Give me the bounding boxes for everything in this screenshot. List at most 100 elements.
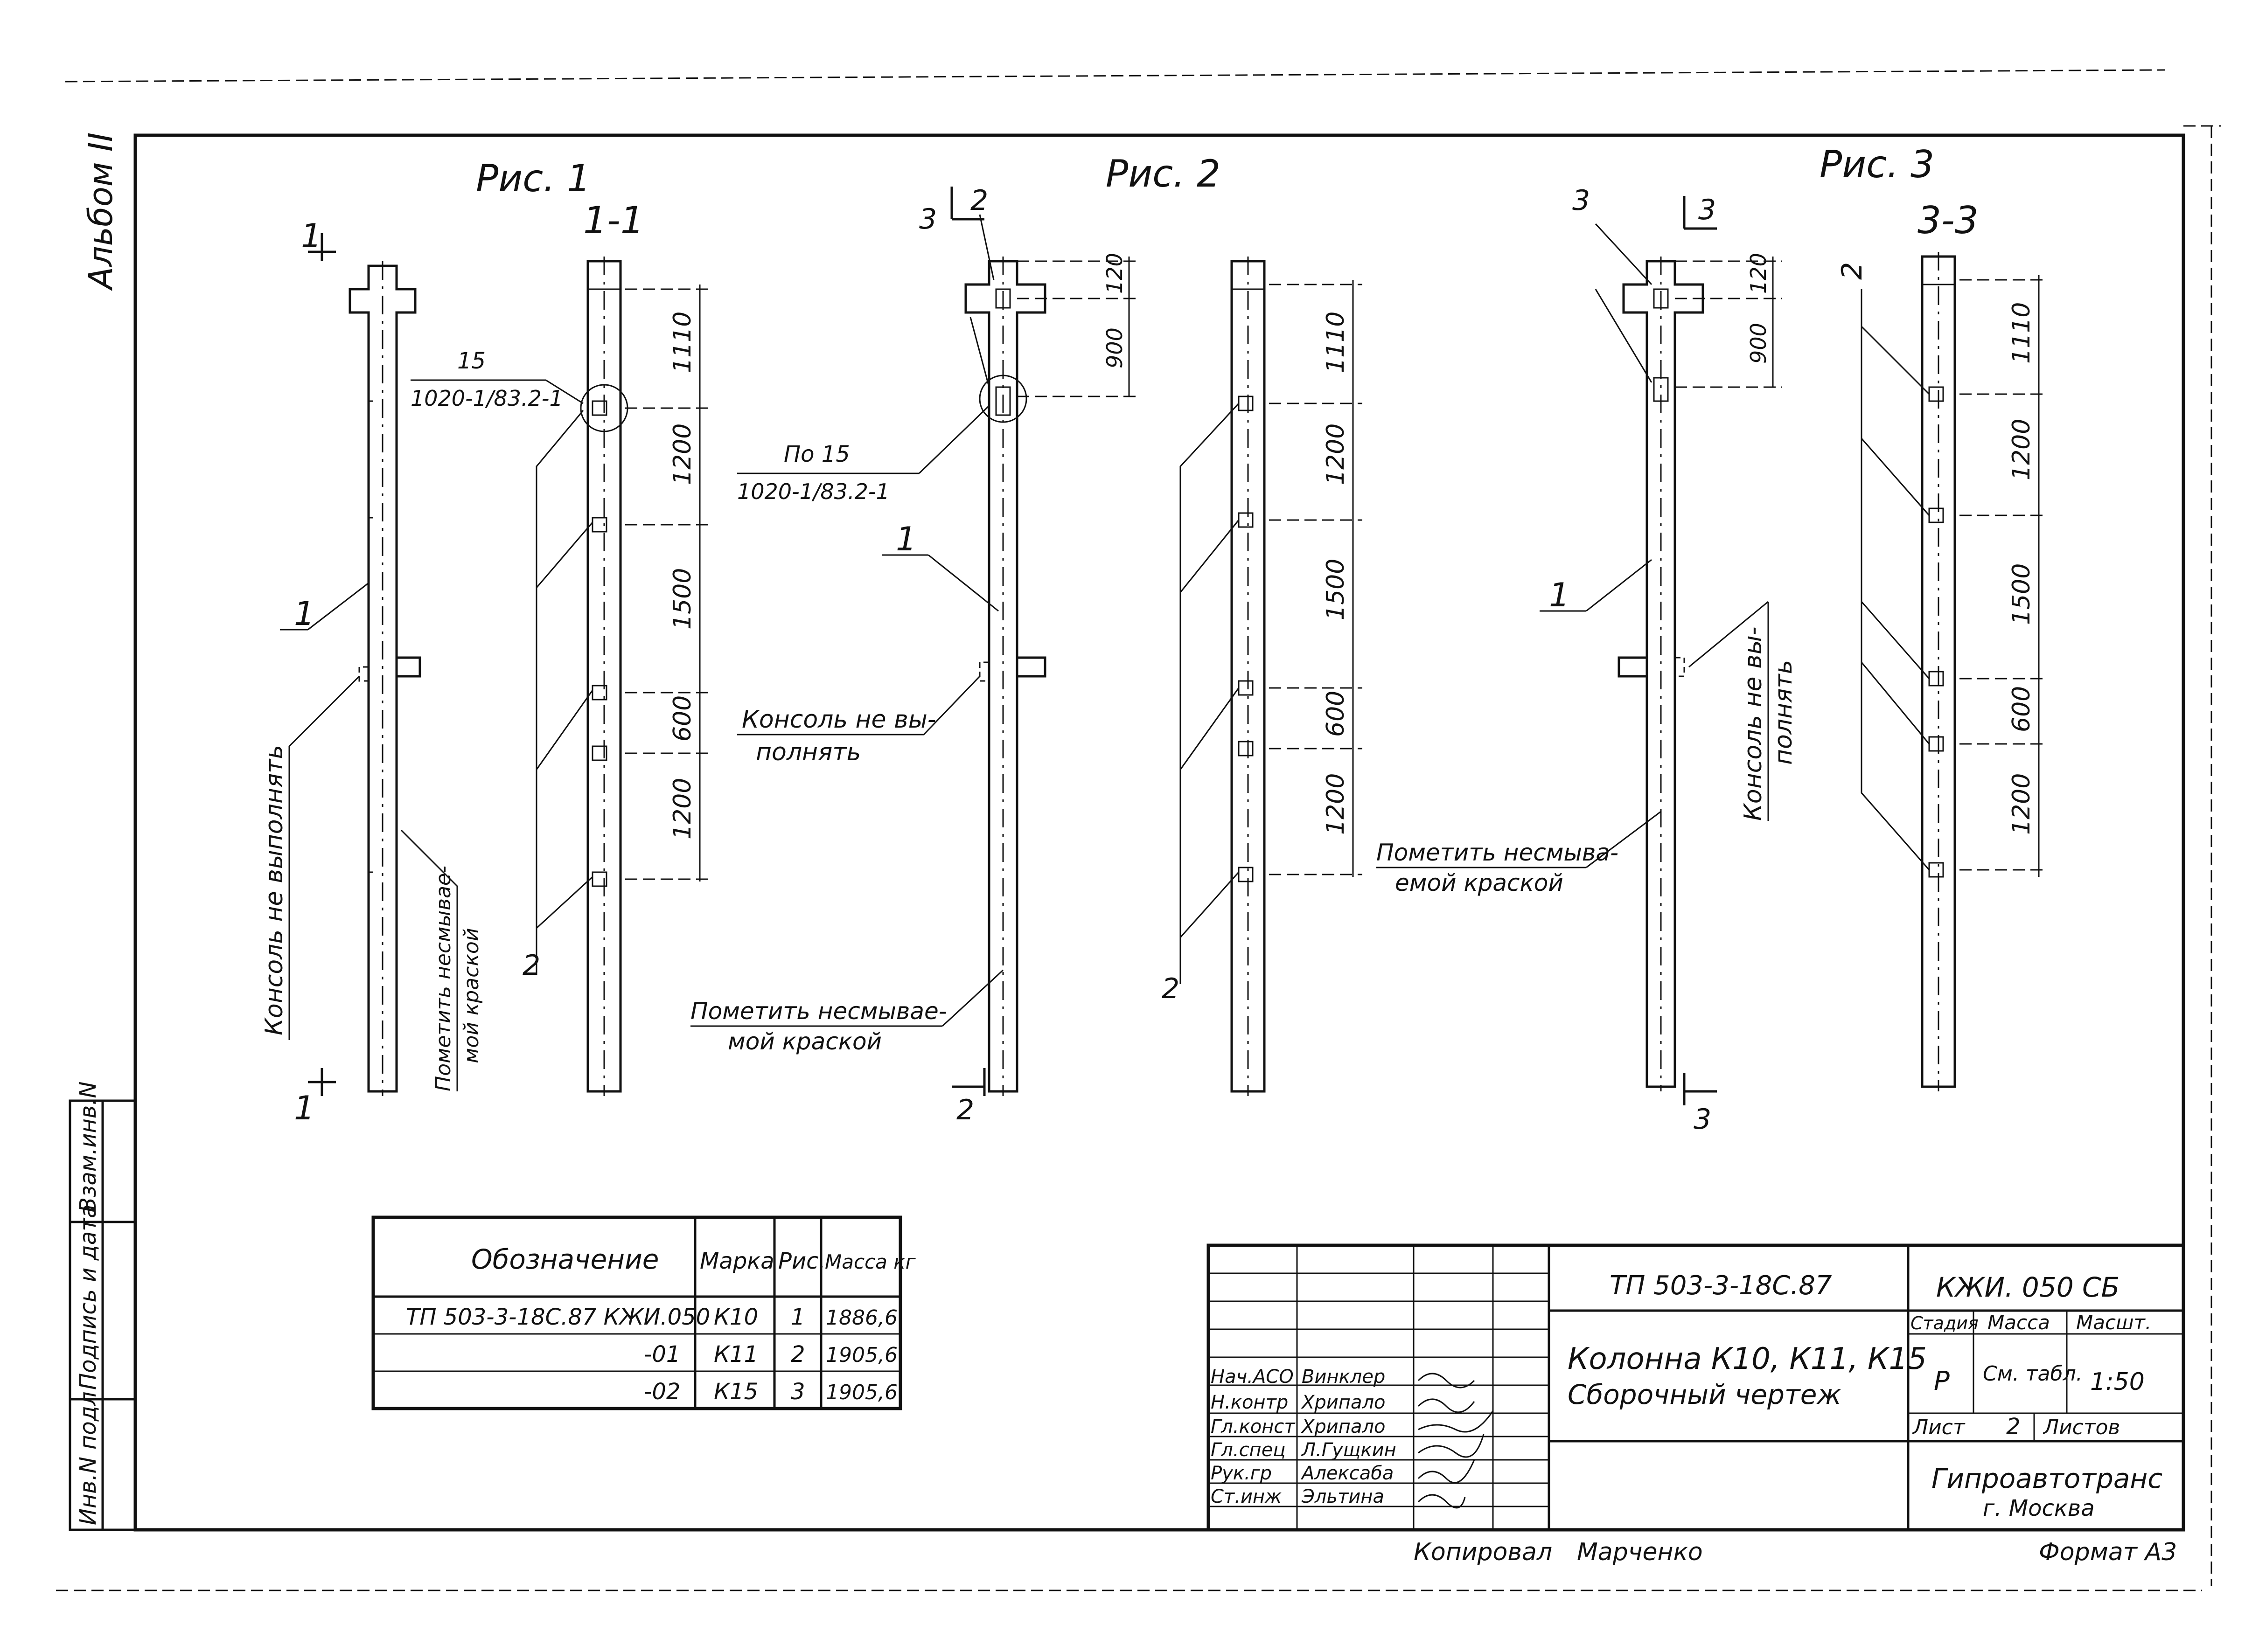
- spec-header-fig: Рис.: [778, 1248, 826, 1274]
- staff-role-5: Рук.гр: [1211, 1463, 1272, 1484]
- fig3-cut-marks: 3 3: [1683, 194, 1717, 1136]
- stamp-inv: Инв.N подл: [75, 1391, 101, 1525]
- fig3-dim-120: 120: [1746, 253, 1771, 294]
- spec-row3-mass: 1905,6: [826, 1381, 898, 1404]
- fig1-mark-b: мой краской: [460, 928, 483, 1063]
- tb-name-2: Сборочный чертеж: [1568, 1379, 1841, 1410]
- tb-org-1: Гипроавтотранс: [1931, 1463, 2162, 1494]
- fig3-cut-bottom: 3: [1694, 1103, 1711, 1136]
- staff-name-4: Л.Гущкин: [1301, 1439, 1396, 1461]
- fig1-title: Рис. 1: [476, 157, 591, 200]
- spec-row1-designation: ТП 503-3-18С.87 КЖИ.050: [406, 1304, 710, 1330]
- spec-row2-designation: -01: [644, 1341, 680, 1367]
- stamp-vzam: Взам.инв.N: [75, 1082, 101, 1213]
- fig1-column-elevation: [349, 261, 421, 1096]
- fig2-pos1: 1: [896, 520, 917, 558]
- tb-scale-header: Масшт.: [2076, 1311, 2151, 1334]
- spec-row3-designation: -02: [644, 1379, 680, 1405]
- fig1-cut-top: 1: [301, 217, 322, 255]
- fig3-dim-1500: 1500: [2008, 563, 2036, 625]
- fig3-mark-a: Пометить несмыва-: [1376, 839, 1618, 866]
- fig3-column-elevation: [1618, 257, 1704, 1091]
- fig1-dim-1110: 1110: [669, 312, 697, 373]
- fig3-section: 3-3: [1917, 199, 1979, 242]
- fig3-dim-1200b: 1200: [2008, 773, 2036, 835]
- fig2-ref-code: 1020-1/83.2-1: [737, 479, 890, 504]
- tb-sheet-num: 2: [2006, 1414, 2021, 1440]
- fig3-console-a: Консоль не вы-: [1739, 626, 1767, 821]
- fig3-console-b: полнять: [1770, 660, 1798, 765]
- fig3-pos2: 2: [1836, 262, 1869, 280]
- fig2-pos2: 2: [1162, 972, 1179, 1005]
- fig3-pos1: 1: [1549, 576, 1570, 614]
- fig1-dim-1500: 1500: [669, 568, 697, 630]
- fig3-annotations: 3 1 Консоль не вы- полнять Пометить несм…: [1376, 184, 1798, 896]
- fig1-console: Консоль не выполнять: [260, 745, 288, 1035]
- spec-table: Обозначение Марка Рис. Масса кг ТП 503-3…: [371, 1215, 916, 1410]
- spec-row1-mass: 1886,6: [826, 1306, 898, 1330]
- fig2-dim-900: 900: [1102, 327, 1127, 368]
- spec-row3-fig: 3: [791, 1379, 805, 1405]
- staff-role-2: Н.контр: [1211, 1392, 1288, 1413]
- fig1-dimensions: 1110 1200 1500 600 1200: [625, 285, 709, 882]
- footer-copied-label: Копировал: [1414, 1538, 1552, 1566]
- tb-project: ТП 503-3-18С.87: [1610, 1270, 1832, 1301]
- fig1-dim-600: 600: [669, 695, 697, 742]
- fig2-pos3: 3: [919, 203, 937, 236]
- fig2-mark-a: Пометить несмывае-: [690, 998, 947, 1025]
- staff-name-5: Алексаба: [1300, 1463, 1394, 1484]
- fig1-pos1: 1: [294, 595, 315, 633]
- staff-role-1: Нач.АСО: [1211, 1366, 1294, 1388]
- tb-mass: См. табл.: [1983, 1362, 2083, 1386]
- fig2-ref-num: По 15: [784, 441, 850, 467]
- side-stamp: Взам.инв.N Подпись и дата Инв.N подл: [69, 1082, 137, 1531]
- fig3-section-3-3: [1921, 252, 1956, 1091]
- fig2-title: Рис. 2: [1106, 152, 1220, 195]
- spec-row1-fig: 1: [791, 1304, 805, 1330]
- fig2-dim-120: 120: [1102, 253, 1127, 294]
- staff-role-6: Ст.инж: [1211, 1486, 1282, 1507]
- spec-row3-mark: К15: [714, 1379, 758, 1405]
- footer-format: Формат А3: [2039, 1538, 2177, 1566]
- fig1-dim-1200b: 1200: [669, 778, 697, 840]
- fig2-dim-1110: 1110: [1322, 312, 1350, 373]
- staff-role-3: Гл.конст: [1211, 1416, 1296, 1437]
- album-label: Альбом II: [82, 132, 120, 291]
- fig1-ref-num: 15: [457, 348, 486, 374]
- tb-sheets-label: Листов: [2043, 1416, 2120, 1439]
- fig3-top-dims: 120 900: [1675, 253, 1782, 388]
- fig2-annotations: 3 По 15 1020-1/83.2-1 1 Консоль не вы- п…: [690, 203, 1004, 1055]
- fig2-dim-1200b: 1200: [1322, 773, 1350, 835]
- fig3-title: Рис. 3: [1820, 143, 1934, 186]
- fig2-console-a: Консоль не вы-: [742, 706, 936, 734]
- staff-name-3: Хрипало: [1301, 1416, 1386, 1437]
- fig2-column-elevation: [964, 257, 1046, 1096]
- fig3-dim-1200a: 1200: [2008, 419, 2036, 480]
- drawing-frame: [133, 133, 2185, 1532]
- fig1-pos2: 2: [523, 949, 540, 982]
- title-block: Нач.АСО Винклер Н.контр Хрипало Гл.конст…: [1206, 1243, 2185, 1532]
- spec-header-mark: Марка: [700, 1248, 774, 1274]
- tb-sheet-label: Лист: [1912, 1416, 1966, 1439]
- signatures: [1417, 1373, 1494, 1509]
- staff-name-2: Хрипало: [1301, 1392, 1386, 1413]
- fig2-mark-b: мой краской: [728, 1028, 882, 1055]
- spec-header-mass: Масса кг: [825, 1250, 916, 1273]
- stamp-podpis: Подпись и дата: [75, 1204, 101, 1390]
- fig3-pos3: 3: [1572, 184, 1590, 217]
- tb-org-2: г. Москва: [1983, 1495, 2095, 1521]
- fig1-cut-bottom: 1: [294, 1089, 315, 1127]
- tb-code: КЖИ. 050 СБ: [1936, 1271, 2120, 1303]
- fig2-cut-bottom: 2: [956, 1094, 974, 1126]
- fig1-annotations: 15 1020-1/83.2-1 2 1 Консоль не выполнят…: [260, 348, 593, 1091]
- fig3-section-dims: 1110 1200 1500 600 1200 2: [1836, 262, 2048, 877]
- footer-copied-name: Марченко: [1577, 1538, 1703, 1566]
- tb-mass-header: Масса: [1987, 1311, 2050, 1334]
- fig3-dim-900: 900: [1746, 323, 1771, 364]
- fig3-dim-1110: 1110: [2008, 302, 2036, 364]
- fig1-ref-code: 1020-1/83.2-1: [411, 386, 563, 411]
- tb-name-1: Колонна К10, К11, К15: [1568, 1342, 1927, 1376]
- fig1-section: 1-1: [583, 199, 644, 242]
- fig2-cut-marks: 2 2: [950, 184, 988, 1126]
- fig2-side-view: [1230, 257, 1266, 1096]
